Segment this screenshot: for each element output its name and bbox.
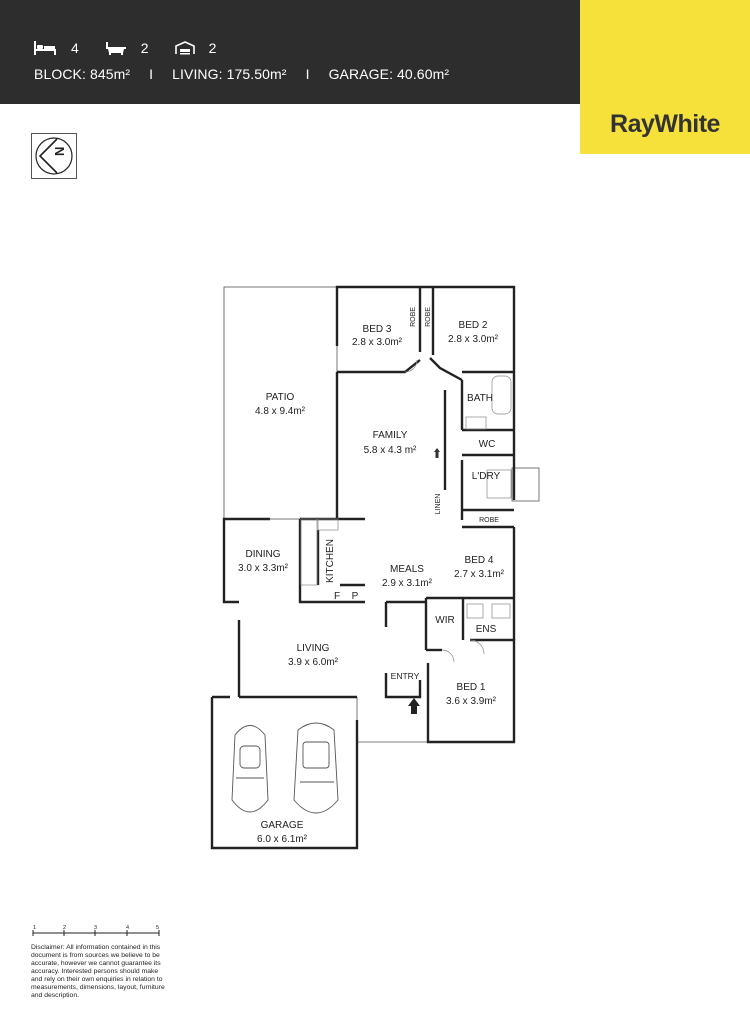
laundry-name: L'DRY <box>472 471 501 482</box>
bathrooms-count: 2 <box>140 40 149 56</box>
patio-name: PATIO <box>266 392 295 403</box>
kitchen-name: KITCHEN <box>325 539 336 583</box>
area-metrics: BLOCK: 845m² I LIVING: 175.50m² I GARAGE… <box>34 66 449 82</box>
garage-size: 6.0 x 6.1m² <box>257 834 308 845</box>
scale-bar: 1 2 3 4 5 <box>32 925 160 936</box>
car-icon-left <box>231 725 269 813</box>
bed-icon <box>34 41 56 55</box>
bath-name: BATH <box>467 393 493 404</box>
entry-arrow-icon <box>408 698 420 714</box>
meals-name: MEALS <box>390 564 424 575</box>
linen-label: LINEN <box>435 494 442 515</box>
garage-icon <box>174 41 195 55</box>
dining-name: DINING <box>246 549 281 560</box>
fridge-label: F <box>334 591 340 602</box>
wc-name: WC <box>479 439 496 450</box>
family-name: FAMILY <box>373 430 408 441</box>
scale-tick-4: 4 <box>126 925 129 931</box>
up-arrow-icon <box>434 448 440 458</box>
robe-bed4-label: ROBE <box>479 517 499 524</box>
bedrooms-stat: 4 <box>33 40 79 56</box>
brand-name: RayWhite <box>610 110 720 138</box>
living-name: LIVING <box>297 643 330 654</box>
patio-size: 4.8 x 9.4m² <box>255 406 306 417</box>
bed3-size: 2.8 x 3.0m² <box>352 337 403 348</box>
bed4-size: 2.7 x 3.1m² <box>454 569 505 580</box>
scale-tick-1: 1 <box>33 925 36 931</box>
scale-tick-5: 5 <box>156 925 159 931</box>
scale-tick-2: 2 <box>63 925 66 931</box>
scale-tick-3: 3 <box>94 925 97 931</box>
car-icon-right <box>293 722 339 814</box>
dining-size: 3.0 x 3.3m² <box>238 563 289 574</box>
garage-count: 2 <box>208 40 217 56</box>
wir-name: WIR <box>435 615 454 626</box>
raywhite-logo: RayWhite <box>580 0 750 154</box>
separator: I <box>149 66 154 82</box>
garage-name: GARAGE <box>261 820 304 831</box>
compass-letter: N <box>52 147 67 156</box>
bathrooms-stat: 2 <box>105 40 149 56</box>
robe-bed2-label: ROBE <box>425 307 432 327</box>
living-size: 3.9 x 6.0m² <box>288 657 339 668</box>
garage-area: GARAGE: 40.60m² <box>328 66 450 82</box>
bed1-name: BED 1 <box>457 682 486 693</box>
disclaimer-text: Disclaimer: All information contained in… <box>31 944 165 999</box>
north-compass-icon: N <box>31 133 77 179</box>
property-stats: 4 2 2 <box>33 38 242 58</box>
ens-name: ENS <box>476 624 497 635</box>
interior-walls <box>210 285 516 850</box>
robe-bed3-label: ROBE <box>410 307 417 327</box>
pantry-label: P <box>352 591 359 602</box>
fixtures <box>300 359 512 663</box>
bath-icon <box>105 42 126 55</box>
garage-stat: 2 <box>174 40 217 56</box>
bed2-size: 2.8 x 3.0m² <box>448 334 499 345</box>
meals-size: 2.9 x 3.1m² <box>382 578 433 589</box>
family-size: 5.8 x 4.3 m² <box>364 445 417 456</box>
bed1-size: 3.6 x 3.9m² <box>446 696 497 707</box>
entry-name: ENTRY <box>391 671 420 681</box>
bed3-name: BED 3 <box>363 324 392 335</box>
living-area: LIVING: 175.50m² <box>172 66 287 82</box>
patio-outline <box>223 286 338 520</box>
separator: I <box>305 66 310 82</box>
bed2-name: BED 2 <box>459 320 488 331</box>
bed4-name: BED 4 <box>465 555 494 566</box>
bedrooms-count: 4 <box>71 40 79 56</box>
block-area: BLOCK: 845m² <box>34 66 131 82</box>
